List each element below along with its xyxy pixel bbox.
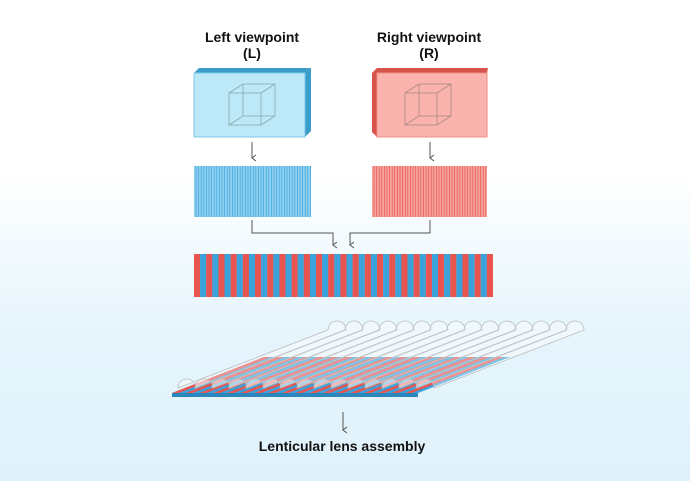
interleaved-strip [480, 254, 487, 297]
lens-cylinder [415, 320, 585, 389]
lens-cylinder [279, 320, 449, 389]
left-sliced-image [194, 166, 311, 217]
interleaved-strip [346, 254, 353, 297]
base-stripe-red [267, 357, 367, 393]
left-viewpoint-tag: (L) [243, 45, 261, 61]
interleaved-strip [486, 254, 493, 297]
interleaved-strip [322, 254, 329, 297]
lenticular-lens-assembly [172, 320, 585, 397]
interleaved-strip [236, 254, 243, 297]
interleaved-strip [316, 254, 323, 297]
interleaved-strip [218, 254, 225, 297]
base-stripe-red [254, 357, 354, 393]
lens-cylinder [177, 320, 347, 389]
left-view-box [193, 68, 311, 138]
interleaved-strip [279, 254, 286, 297]
lens-cylinder [245, 320, 415, 389]
lens-cylinder [364, 320, 534, 389]
lens-cylinder [347, 320, 517, 389]
base-stripe-red [295, 357, 395, 393]
interleaved-strip [340, 254, 347, 297]
strip-block [194, 166, 311, 217]
base-stripe-red [240, 357, 340, 393]
left-viewpoint-label: Left viewpoint [204, 29, 300, 45]
right-view-box [372, 68, 488, 138]
interleaved-strip [328, 254, 335, 297]
arrow-merge-right-icon [349, 220, 431, 249]
lens-cylinder [381, 320, 551, 389]
lens-cylinder [262, 320, 432, 389]
interleaved-strip [285, 254, 292, 297]
interleaved-strip [309, 254, 317, 297]
base-stripe-red [226, 357, 326, 393]
interleaved-strip [462, 254, 469, 297]
interleaved-strip [450, 254, 457, 297]
right-viewpoint-title: Right viewpoint (R) [349, 29, 509, 61]
arrow-merge-left-icon [251, 220, 338, 249]
interleaved-strip [419, 254, 426, 297]
interleaved-strip [383, 254, 390, 297]
interleaved-strip [194, 254, 201, 297]
left-viewpoint-title: Left viewpoint (L) [172, 29, 332, 61]
interleaved-strip [395, 254, 402, 297]
lens-cylinder [398, 320, 568, 389]
cube-wireframe-icon [404, 83, 452, 126]
right-sliced-image [372, 166, 487, 217]
base-stripe-red [377, 357, 477, 393]
interleaved-strip [230, 254, 237, 297]
interleaved-strip [334, 254, 341, 297]
caption: Lenticular lens assembly [258, 438, 426, 454]
lens-cylinder [330, 320, 500, 389]
flow-arrows [251, 142, 435, 434]
base-stripe-red [336, 357, 436, 393]
interleaved-strip [255, 254, 262, 297]
interleaved-strip [456, 254, 463, 297]
base-stripe-red [185, 357, 285, 393]
lens-cylinder [194, 320, 364, 389]
interleaved-strip [206, 254, 213, 297]
interleaved-strip [377, 254, 384, 297]
interleaved-strip [261, 254, 268, 297]
interleaved-strip [474, 254, 481, 297]
cube-wireframe-icon [228, 83, 276, 126]
interleaved-strip [352, 254, 359, 297]
interleaved-strip [273, 254, 280, 297]
right-viewpoint-tag: (R) [419, 45, 439, 61]
interleaved-strip [224, 254, 231, 297]
interleaved-strip [389, 254, 396, 297]
interleaved-strip [358, 254, 365, 297]
interleaved-strip [468, 254, 475, 297]
interleaved-strip [248, 254, 256, 297]
base-stripe-red [322, 357, 422, 393]
interleaved-strip [425, 254, 432, 297]
interleaved-strip [401, 254, 408, 297]
interleaved-strip [303, 254, 310, 297]
lens-cylinder [211, 320, 381, 389]
interleaved-strip [200, 254, 207, 297]
base-stripe-red [172, 357, 271, 393]
interleaved-strip [267, 254, 274, 297]
interleaved-strip [370, 254, 378, 297]
base-stripe-red [309, 357, 408, 393]
interleaved-strip [438, 254, 445, 297]
interleaved-strip [431, 254, 439, 297]
lens-cylinder [313, 320, 483, 389]
base-stripe-red [404, 357, 504, 393]
interleaved-strip [444, 254, 451, 297]
interleaved-strip [297, 254, 304, 297]
interleaved-strip [291, 254, 298, 297]
interleaved-strip [242, 254, 249, 297]
interleaved-strip [364, 254, 371, 297]
interleaved-strip [212, 254, 219, 297]
interleaved-strip [407, 254, 414, 297]
lens-cylinder [228, 320, 398, 389]
interleaved-strip [413, 254, 420, 297]
interleaved-image [194, 254, 493, 297]
lens-cylinder [296, 320, 466, 389]
right-viewpoint-label: Right viewpoint [376, 29, 482, 45]
